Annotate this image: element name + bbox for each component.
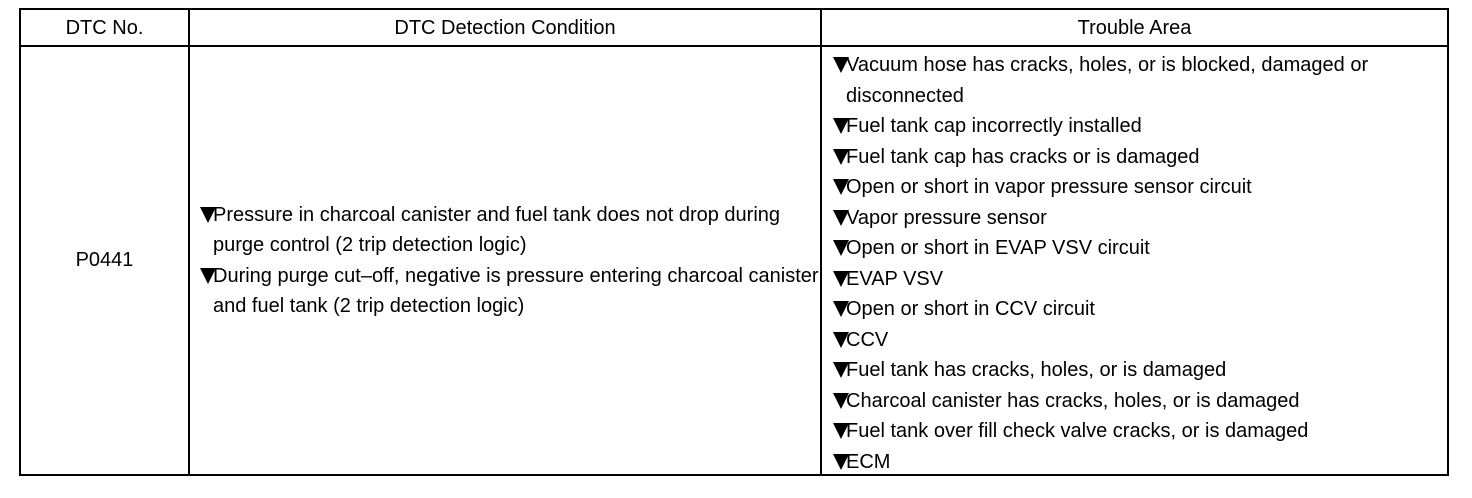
list-item: Vapor pressure sensor [833, 203, 1447, 234]
list-item: Charcoal canister has cracks, holes, or … [833, 386, 1447, 417]
trouble-area-text: Fuel tank has cracks, holes, or is damag… [846, 359, 1227, 381]
column-divider [188, 10, 190, 474]
down-triangle-icon [833, 362, 849, 378]
trouble-area-text: Vacuum hose has cracks, holes, or is blo… [846, 54, 1369, 107]
down-triangle-icon [833, 270, 849, 287]
header-dtc-no: DTC No. [65, 16, 144, 39]
list-item: CCV [833, 325, 1447, 356]
trouble-area-text: Fuel tank cap has cracks or is damaged [846, 145, 1200, 168]
list-item: EVAP VSV [833, 264, 1447, 295]
down-triangle-icon [200, 267, 216, 284]
trouble-area-cell: Vacuum hose has cracks, holes, or is blo… [822, 50, 1447, 477]
list-item: Vacuum hose has cracks, holes, or is blo… [833, 50, 1447, 111]
header-divider [21, 45, 1447, 47]
list-item: Fuel tank over fill check valve cracks, … [833, 416, 1447, 447]
list-item: During purge cut–off, negative is pressu… [200, 261, 820, 322]
list-item: ECM [833, 447, 1447, 478]
trouble-area-text: Open or short in EVAP VSV circuit [846, 237, 1150, 259]
column-divider [820, 10, 822, 474]
trouble-area-text: Charcoal canister has cracks, holes, or … [846, 389, 1300, 412]
trouble-area-text: Open or short in vapor pressure sensor c… [846, 176, 1252, 198]
header-trouble-area: Trouble Area [1077, 16, 1192, 39]
down-triangle-icon [833, 240, 849, 256]
condition-text: During purge cut–off, negative is pressu… [213, 264, 819, 318]
detection-condition-cell: Pressure in charcoal canister and fuel t… [190, 47, 820, 474]
condition-list: Pressure in charcoal canister and fuel t… [190, 200, 820, 322]
dtc-table: DTC No. DTC Detection Condition Trouble … [19, 8, 1449, 476]
trouble-area-text: Fuel tank cap incorrectly installed [846, 115, 1142, 137]
trouble-area-text: CCV [846, 328, 889, 351]
list-item: Fuel tank cap incorrectly installed [833, 111, 1447, 142]
trouble-area-text: ECM [846, 450, 891, 473]
down-triangle-icon [833, 179, 849, 195]
trouble-area-text: Vapor pressure sensor [846, 206, 1047, 229]
down-triangle-icon [833, 331, 849, 348]
list-item: Pressure in charcoal canister and fuel t… [200, 200, 820, 261]
dtc-code: P0441 [75, 249, 134, 271]
down-triangle-icon [200, 206, 216, 223]
down-triangle-icon [833, 392, 849, 409]
down-triangle-icon [833, 148, 849, 165]
header-detection-condition: DTC Detection Condition [394, 16, 616, 39]
down-triangle-icon [833, 118, 849, 134]
trouble-area-text: Open or short in CCV circuit [846, 298, 1095, 320]
condition-text: Pressure in charcoal canister and fuel t… [213, 203, 781, 257]
list-item: Fuel tank has cracks, holes, or is damag… [833, 355, 1447, 386]
list-item: Open or short in CCV circuit [833, 294, 1447, 325]
down-triangle-icon [833, 453, 849, 470]
down-triangle-icon [833, 57, 849, 73]
trouble-area-text: Fuel tank over fill check valve cracks, … [846, 420, 1309, 442]
trouble-area-list: Vacuum hose has cracks, holes, or is blo… [822, 50, 1447, 477]
list-item: Open or short in vapor pressure sensor c… [833, 172, 1447, 203]
list-item: Fuel tank cap has cracks or is damaged [833, 142, 1447, 173]
down-triangle-icon [833, 423, 849, 439]
down-triangle-icon [833, 301, 849, 317]
down-triangle-icon [833, 209, 849, 226]
trouble-area-text: EVAP VSV [846, 267, 944, 290]
list-item: Open or short in EVAP VSV circuit [833, 233, 1447, 264]
